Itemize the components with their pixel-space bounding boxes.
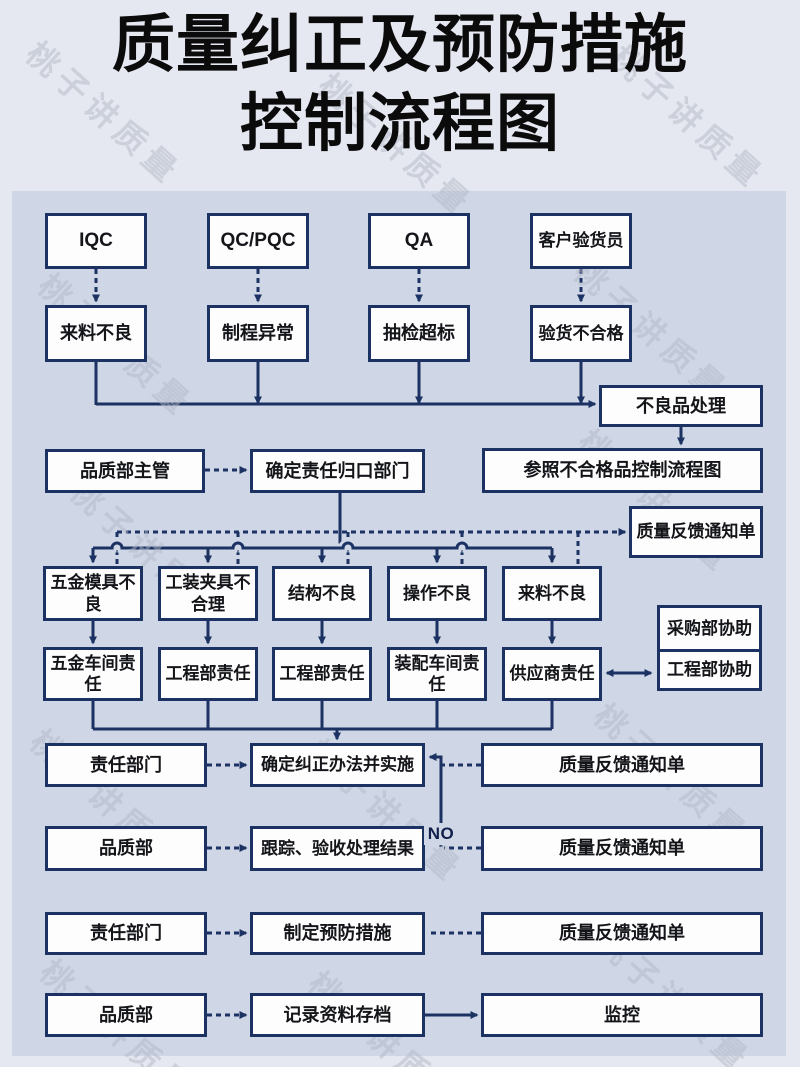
flow-node-preventive-action: 制定预防措施 — [250, 912, 425, 955]
flow-node-structure-defect: 结构不良 — [272, 566, 372, 621]
flow-node-qa: QA — [368, 213, 470, 269]
no-branch-label: NO — [424, 823, 458, 845]
solid-connector-25 — [93, 541, 552, 550]
flow-node-assembly-workshop-resp: 装配车间责任 — [387, 647, 487, 701]
flow-node-process-abnormal: 制程异常 — [207, 305, 309, 362]
flow-node-corrective-action: 确定纠正办法并实施 — [250, 743, 425, 787]
flow-node-defect-handling: 不良品处理 — [599, 385, 763, 427]
flow-node-hardware-workshop-resp: 五金车间责任 — [43, 647, 143, 701]
flow-node-supplier-resp: 供应商责任 — [502, 647, 602, 701]
flow-node-feedback-notice-2: 质量反馈通知单 — [481, 743, 763, 787]
flow-node-mold-defect: 五金模具不良 — [43, 566, 143, 621]
page-title-line1: 质量纠正及预防措施 — [112, 10, 688, 80]
flow-node-determine-dept: 确定责任归口部门 — [250, 449, 425, 493]
flow-node-engineering-resp-2: 工程部责任 — [272, 647, 372, 701]
flow-node-monitor: 监控 — [481, 993, 763, 1037]
flow-node-quality-dept-2: 品质部 — [45, 993, 207, 1037]
flow-node-feedback-notice-1: 质量反馈通知单 — [629, 506, 763, 558]
flow-node-resp-dept-1: 责任部门 — [45, 743, 207, 787]
flow-node-incoming-defect: 来料不良 — [45, 305, 147, 362]
flow-node-reference-noncomforming-flow: 参照不合格品控制流程图 — [482, 448, 763, 493]
page-title: 质量纠正及预防措施 控制流程图 — [0, 6, 800, 165]
flow-node-fixture-unreasonable: 工装夹具不合理 — [158, 566, 258, 621]
page-title-line2: 控制流程图 — [240, 89, 560, 160]
flow-node-feedback-notice-4: 质量反馈通知单 — [481, 912, 763, 955]
flow-node-engineering-resp-1: 工程部责任 — [158, 647, 258, 701]
solid-connector-44 — [428, 753, 443, 847]
flow-node-engineering-assist: 工程部协助 — [657, 649, 762, 691]
flow-node-inspection-fail: 验货不合格 — [530, 305, 632, 362]
flow-node-track-verify-result: 跟踪、验收处理结果 — [250, 826, 425, 871]
edge-group — [89, 269, 685, 1019]
flow-node-record-archive: 记录资料存档 — [250, 993, 425, 1037]
flow-node-qc-pqc: QC/PQC — [207, 213, 309, 269]
flow-node-purchasing-assist: 采购部协助 — [657, 605, 762, 652]
flow-node-sampling-exceed: 抽检超标 — [368, 305, 470, 362]
flow-node-resp-dept-2: 责任部门 — [45, 912, 207, 955]
flow-node-material-defect: 来料不良 — [502, 566, 602, 621]
flow-node-operation-defect: 操作不良 — [387, 566, 487, 621]
flow-node-quality-dept-1: 品质部 — [45, 826, 207, 871]
flow-node-feedback-notice-3: 质量反馈通知单 — [481, 826, 763, 871]
flow-node-quality-supervisor: 品质部主管 — [45, 449, 205, 493]
flow-node-customer-inspector: 客户验货员 — [530, 213, 632, 269]
flow-node-iqc: IQC — [45, 213, 147, 269]
